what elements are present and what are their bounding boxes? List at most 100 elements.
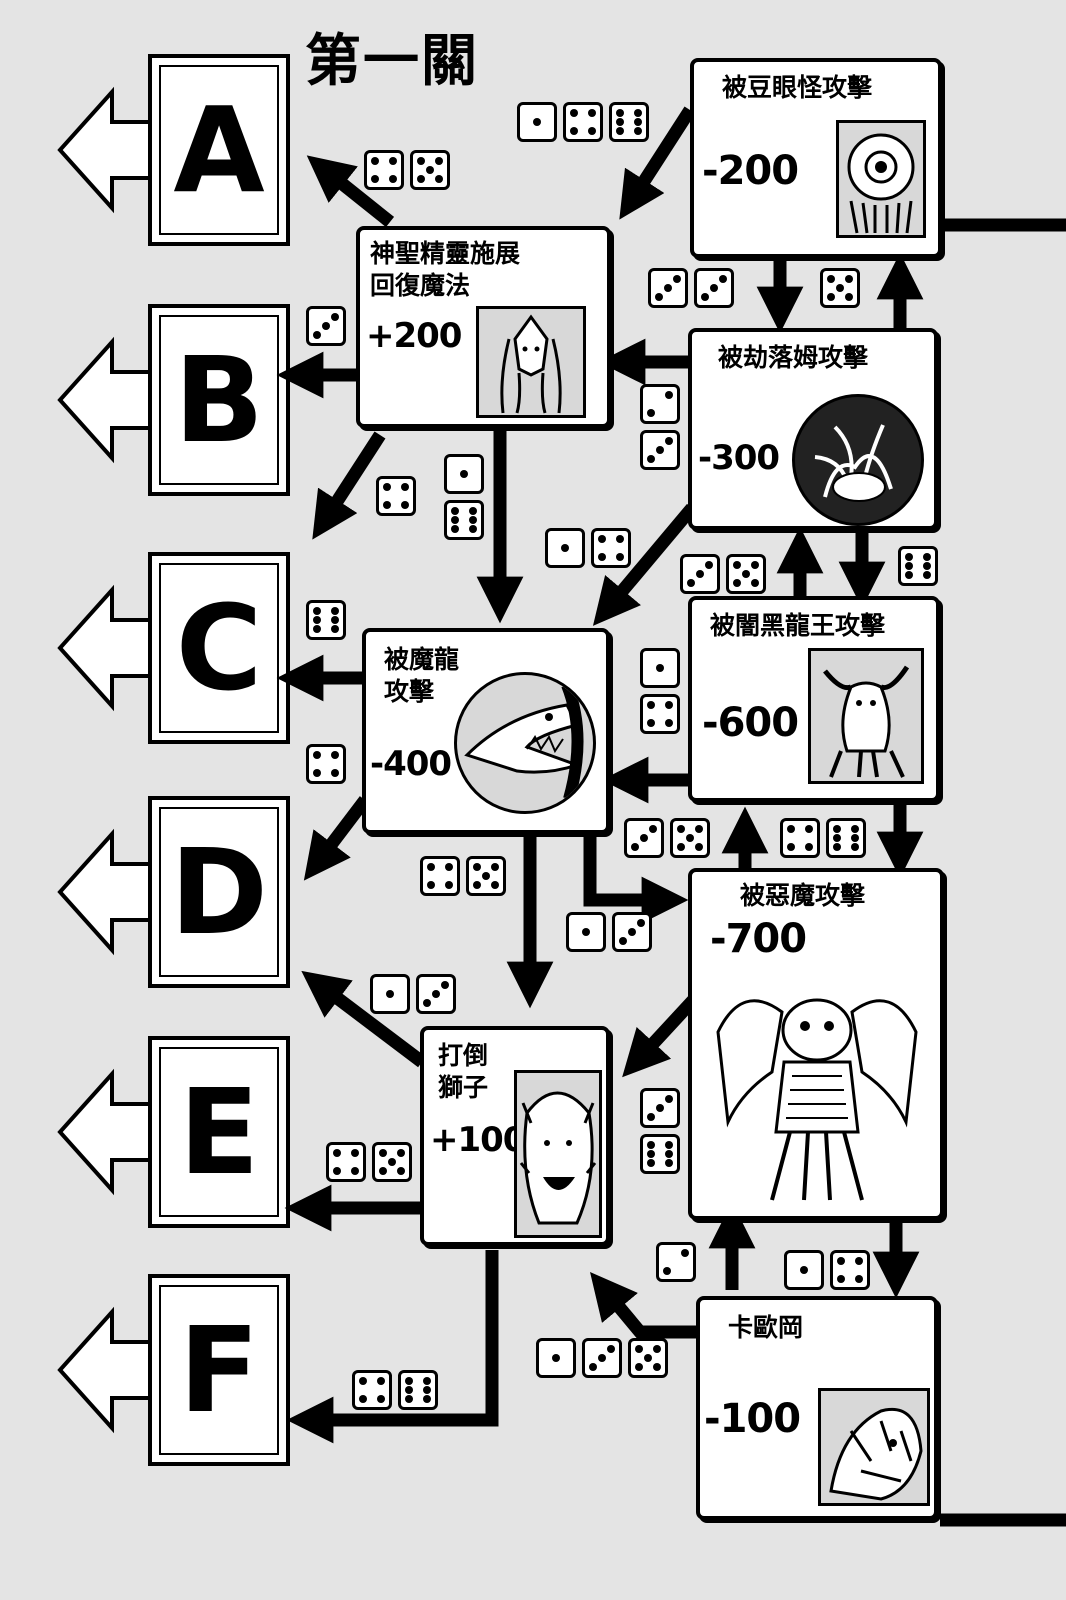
die-cell bbox=[391, 482, 400, 491]
die-cell bbox=[786, 833, 795, 842]
card-dark-dragon-king[interactable]: 被闇黑龍王攻擊 -600 bbox=[688, 596, 940, 802]
dice-group-to-c bbox=[306, 600, 346, 640]
die-pip bbox=[312, 625, 321, 634]
die-face-1 bbox=[784, 1250, 824, 1290]
die-cell bbox=[341, 1157, 350, 1166]
dice-group-lion-to-f bbox=[352, 1370, 438, 1410]
die-cell bbox=[845, 283, 854, 292]
card-lion[interactable]: 打倒 獅子 +100 bbox=[420, 1026, 610, 1246]
die-cell bbox=[662, 1248, 671, 1257]
path-arrows bbox=[276, 106, 1066, 1527]
card-devil[interactable]: 被惡魔攻擊 -700 bbox=[688, 868, 944, 1220]
card-demon-dragon[interactable]: 被魔龍 攻擊 -400 bbox=[362, 628, 610, 834]
die-cell bbox=[367, 1376, 376, 1385]
die-pip bbox=[331, 769, 340, 778]
die-face-4 bbox=[640, 694, 680, 734]
die-pip bbox=[845, 293, 854, 302]
die-face-3 bbox=[648, 268, 688, 308]
die-cell bbox=[532, 108, 541, 117]
die-cell bbox=[624, 108, 633, 117]
die-cell bbox=[387, 1148, 396, 1157]
die-cell bbox=[469, 469, 478, 478]
die-pip bbox=[665, 390, 674, 399]
die-cell bbox=[836, 1265, 845, 1274]
exit-arrows bbox=[57, 54, 290, 1466]
die-pip bbox=[312, 615, 321, 624]
card-jaloom[interactable]: 被劫落姆攻擊 -300 bbox=[688, 328, 938, 530]
die-cell bbox=[569, 117, 578, 126]
die-pip bbox=[441, 980, 450, 989]
die-cell bbox=[627, 937, 636, 946]
die-cell bbox=[655, 709, 664, 718]
die-pip bbox=[655, 445, 664, 454]
die-pip bbox=[532, 117, 541, 126]
die-cell bbox=[561, 1344, 570, 1353]
die-pip bbox=[904, 571, 913, 580]
card-bean-eye[interactable]: 被豆眼怪攻擊 -200 bbox=[690, 58, 942, 258]
die-cell bbox=[459, 506, 468, 515]
die-cell bbox=[358, 1385, 367, 1394]
die-cell bbox=[413, 1385, 422, 1394]
card-value: +100 bbox=[430, 1120, 526, 1160]
card-title: 被豆眼怪攻擊 bbox=[722, 73, 873, 102]
arrow-kaoukang-to-lion bbox=[590, 1272, 700, 1339]
die-cell bbox=[663, 274, 672, 283]
die-cell bbox=[351, 1157, 360, 1166]
die-cell bbox=[379, 175, 388, 184]
die-cell bbox=[655, 409, 664, 418]
die-cell bbox=[542, 1344, 551, 1353]
die-pip bbox=[385, 989, 394, 998]
die-cell bbox=[686, 569, 695, 578]
die-cell bbox=[391, 501, 400, 510]
die-cell bbox=[606, 553, 615, 562]
die-cell bbox=[450, 479, 459, 488]
die-face-3 bbox=[694, 268, 734, 308]
die-pip bbox=[569, 108, 578, 117]
die-cell bbox=[378, 1157, 387, 1166]
die-pip bbox=[855, 1275, 864, 1284]
die-pip bbox=[472, 862, 481, 871]
die-cell bbox=[561, 1363, 570, 1372]
die-cell bbox=[321, 312, 330, 321]
die-cell bbox=[790, 1265, 799, 1274]
die-pip bbox=[332, 1148, 341, 1157]
die-cell bbox=[681, 1257, 690, 1266]
die-cell bbox=[472, 871, 481, 880]
die-pip bbox=[786, 824, 795, 833]
die-pip bbox=[685, 833, 694, 842]
dice-group-devil-to-darkdragon bbox=[624, 818, 710, 858]
die-pip bbox=[627, 927, 636, 936]
die-cell bbox=[646, 654, 655, 663]
die-cell bbox=[431, 980, 440, 989]
card-kaoukang[interactable]: 卡歐岡 -100 bbox=[696, 1296, 938, 1520]
die-cell bbox=[630, 833, 639, 842]
die-cell bbox=[624, 127, 633, 136]
die-cell bbox=[741, 579, 750, 588]
die-pip bbox=[378, 1148, 387, 1157]
die-cell bbox=[637, 927, 646, 936]
die-cell bbox=[459, 479, 468, 488]
die-cell bbox=[459, 525, 468, 534]
die-pip bbox=[382, 482, 391, 491]
card-holy-spirit[interactable]: 神聖精靈施展 回復魔法 +200 bbox=[356, 226, 611, 428]
die-pip bbox=[832, 843, 841, 852]
die-pip bbox=[435, 175, 444, 184]
die-cell bbox=[379, 156, 388, 165]
card-value: -200 bbox=[702, 148, 799, 194]
die-pip bbox=[616, 534, 625, 543]
holy-spirit-image bbox=[476, 306, 586, 418]
die-pip bbox=[719, 274, 728, 283]
die-cell bbox=[491, 871, 500, 880]
die-face-6 bbox=[398, 1370, 438, 1410]
die-cell bbox=[551, 553, 560, 562]
die-cell bbox=[551, 534, 560, 543]
die-cell bbox=[654, 274, 663, 283]
die-cell bbox=[805, 833, 814, 842]
arrow-demondragon-to-devil bbox=[583, 835, 689, 924]
die-cell bbox=[367, 1385, 376, 1394]
die-pip bbox=[588, 127, 597, 136]
die-face-1 bbox=[545, 528, 585, 568]
die-pip bbox=[923, 561, 932, 570]
die-cell bbox=[578, 108, 587, 117]
